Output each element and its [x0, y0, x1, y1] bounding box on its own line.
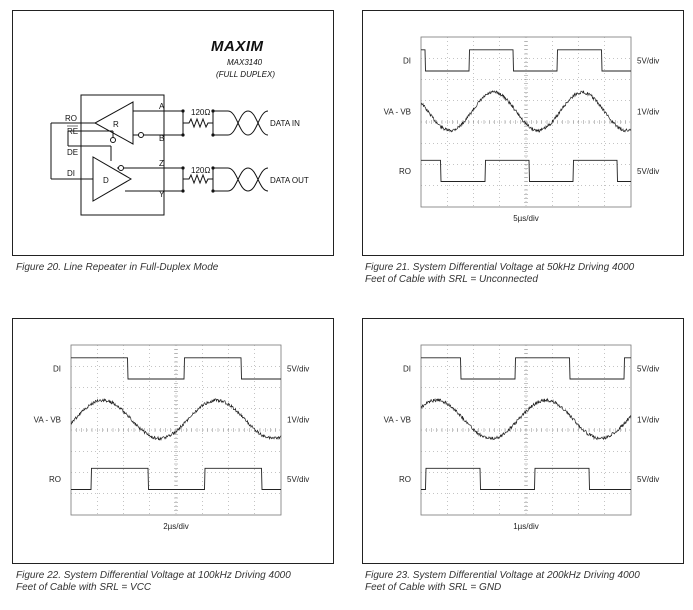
pin-de: DE — [67, 148, 78, 157]
chip-body — [80, 94, 165, 216]
data-out-label: DATA OUT — [270, 176, 309, 185]
driver-label: D — [103, 176, 109, 185]
scope-grid — [70, 344, 282, 516]
figure-21-caption-line2: Feet of Cable with SRL = Unconnected — [365, 274, 538, 285]
timebase-label: 1µs/div — [513, 522, 539, 531]
pin-ro: RO — [65, 114, 77, 123]
receiver-label: R — [113, 120, 119, 129]
figure-23-caption: Figure 23. System Differential Voltage a… — [365, 570, 690, 594]
scope-figure-22: DI VA - VB RO 5V/div 1V/div 5V/div 2µs/div — [34, 344, 309, 531]
resistor-1-value: 120Ω — [191, 108, 210, 117]
figure-22-panel: DI VA - VB RO 5V/div 1V/div 5V/div 2µs/div — [12, 318, 334, 564]
resistor-2 — [183, 173, 213, 185]
ro-trace — [421, 467, 631, 490]
trace-label-va-vb: VA - VB — [384, 107, 411, 116]
figure-20-panel: MAXIM MAX3140 (FULL DUPLEX) R D RO RE DE… — [12, 10, 334, 256]
pin-y: Y — [159, 190, 165, 199]
scope-grid — [420, 36, 632, 208]
pin-re: RE — [67, 127, 78, 136]
pin-di: DI — [67, 169, 75, 178]
figure-22-caption-line1: Figure 22. System Differential Voltage a… — [16, 570, 291, 581]
maxim-logo: MAXIM — [211, 38, 264, 55]
timebase-label: 5µs/div — [513, 214, 539, 223]
trace-label-va-vb: VA - VB — [34, 415, 61, 424]
scale-label-di: 5V/div — [637, 56, 659, 65]
di-trace — [421, 357, 631, 380]
receiver-triangle — [93, 101, 134, 145]
driver-triangle — [92, 156, 132, 202]
twisted-pair-out — [227, 167, 269, 192]
scope-grid — [420, 344, 632, 516]
mode-label: (FULL DUPLEX) — [216, 70, 275, 79]
ro-trace — [71, 467, 281, 490]
data-in-label: DATA IN — [270, 119, 300, 128]
trace-label-di: DI — [403, 364, 411, 373]
part-number: MAX3140 — [227, 58, 263, 67]
resistor-1 — [183, 117, 213, 129]
scope-figure-23: DI VA - VB RO 5V/div 1V/div 5V/div 1µs/div — [384, 344, 659, 531]
figure-21-caption-line1: Figure 21. System Differential Voltage a… — [365, 262, 635, 273]
scale-label-va-vb: 1V/div — [637, 107, 659, 116]
re-bubble — [110, 137, 116, 143]
scale-label-ro: 5V/div — [287, 475, 309, 484]
di-trace — [421, 49, 631, 72]
resistor-2-value: 120Ω — [191, 166, 210, 175]
scale-label-di: 5V/div — [637, 364, 659, 373]
figure-23-caption-line1: Figure 23. System Differential Voltage a… — [365, 570, 640, 581]
figure-22-caption: Figure 22. System Differential Voltage a… — [16, 570, 341, 594]
trace-label-ro: RO — [399, 475, 411, 484]
di-trace — [71, 357, 281, 380]
trace-label-ro: RO — [49, 475, 61, 484]
differential-trace — [420, 397, 632, 441]
figure-21-panel: DI VA - VB RO 5V/div 1V/div 5V/div 5µs/div — [362, 10, 684, 256]
scope-figure-21: DI VA - VB RO 5V/div 1V/div 5V/div 5µs/div — [384, 36, 659, 223]
differential-trace — [420, 90, 632, 133]
figure-23-panel: DI VA - VB RO 5V/div 1V/div 5V/div 1µs/div — [362, 318, 684, 564]
figure-22-caption-line2: Feet of Cable with SRL = VCC — [16, 582, 152, 593]
trace-label-di: DI — [53, 364, 61, 373]
pin-b: B — [159, 134, 164, 143]
timebase-label: 2µs/div — [163, 522, 189, 531]
scale-label-va-vb: 1V/div — [287, 415, 309, 424]
figure-21-caption: Figure 21. System Differential Voltage a… — [365, 262, 690, 286]
trace-label-ro: RO — [399, 167, 411, 176]
twisted-pair-in — [227, 110, 269, 136]
pin-z: Z — [159, 159, 164, 168]
differential-trace — [70, 398, 282, 441]
figure-23-caption-line2: Feet of Cable with SRL = GND — [365, 582, 502, 593]
ro-trace — [421, 159, 631, 182]
scale-label-va-vb: 1V/div — [637, 415, 659, 424]
scale-label-di: 5V/div — [287, 364, 309, 373]
repeater-circuit-diagram: MAXIM MAX3140 (FULL DUPLEX) R D RO RE DE… — [50, 38, 309, 216]
pin-a: A — [159, 102, 165, 111]
scale-label-ro: 5V/div — [637, 167, 659, 176]
trace-label-va-vb: VA - VB — [384, 415, 411, 424]
figure-20-caption: Figure 20. Line Repeater in Full-Duplex … — [16, 262, 219, 273]
trace-label-di: DI — [403, 56, 411, 65]
scale-label-ro: 5V/div — [637, 475, 659, 484]
